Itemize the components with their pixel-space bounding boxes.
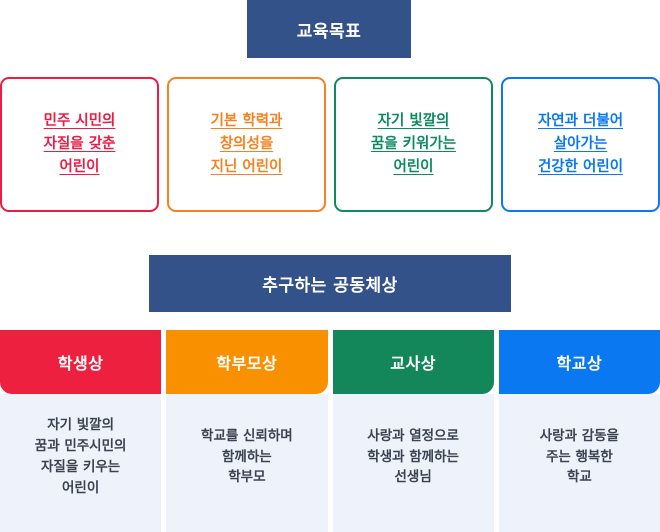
- role-header-label: 학교상: [556, 354, 603, 373]
- role-column-parent: 학부모상 학교를 신뢰하며 함께하는 학부모: [166, 330, 332, 532]
- goal-line: 어린이: [59, 158, 100, 175]
- goal-line: 지닌 어린이: [210, 158, 283, 175]
- role-header-label: 학생상: [57, 354, 104, 373]
- education-goal-list: 민주 시민의 자질을 갖춘 어린이 기본 학력과 창의성을 지닌 어린이 자기 …: [0, 77, 660, 212]
- goal-line: 자연과 더불어: [537, 113, 624, 130]
- goal-box-own-color-dream[interactable]: 자기 빛깔의 꿈을 키워가는 어린이: [334, 77, 493, 212]
- role-body-parent: 학교를 신뢰하며 함께하는 학부모: [166, 394, 328, 532]
- goal-line: 자질을 갖춘: [43, 136, 116, 153]
- goal-line: 민주 시민의: [43, 113, 116, 130]
- role-header-label: 학부모상: [216, 354, 278, 373]
- goal-box-live-with-nature[interactable]: 자연과 더불어 살아가는 건강한 어린이: [501, 77, 660, 212]
- role-header-student[interactable]: 학생상: [0, 330, 162, 394]
- role-column-student: 학생상 자기 빛깔의 꿈과 민주시민의 자질을 키우는 어린이: [0, 330, 166, 532]
- goal-line: 자기 빛깔의: [377, 113, 450, 130]
- goal-cell-2: 기본 학력과 창의성을 지닌 어린이: [167, 77, 334, 212]
- goal-cell-4: 자연과 더불어 살아가는 건강한 어린이: [501, 77, 660, 212]
- role-description: 자기 빛깔의 꿈과 민주시민의 자질을 키우는 어린이: [34, 417, 127, 496]
- goal-line: 꿈을 키워가는: [370, 136, 457, 153]
- role-header-label: 교사상: [390, 354, 436, 373]
- role-description: 학교를 신뢰하며 함께하는 학부모: [201, 427, 293, 486]
- goal-line: 살아가는: [553, 136, 608, 153]
- goal-line: 창의성을: [219, 136, 274, 153]
- role-description: 사랑과 감동을 주는 행복한 학교: [539, 427, 619, 486]
- goal-cell-3: 자기 빛깔의 꿈을 키워가는 어린이: [334, 77, 501, 212]
- goal-cell-1: 민주 시민의 자질을 갖춘 어린이: [0, 77, 167, 212]
- community-vision-banner-label: 추구하는 공동체상: [262, 276, 398, 296]
- community-vision-banner: 추구하는 공동체상: [149, 255, 511, 312]
- goal-line: 어린이: [393, 158, 434, 175]
- goal-line: 기본 학력과: [210, 113, 283, 130]
- goal-line: 건강한 어린이: [537, 158, 624, 175]
- goal-box-democratic-citizen[interactable]: 민주 시민의 자질을 갖춘 어린이: [0, 77, 159, 212]
- education-goal-banner-label: 교육목표: [296, 21, 362, 42]
- community-role-list: 학생상 자기 빛깔의 꿈과 민주시민의 자질을 키우는 어린이 학부모상 학교를…: [0, 330, 660, 532]
- goal-box-basic-academic-creativity[interactable]: 기본 학력과 창의성을 지닌 어린이: [167, 77, 326, 212]
- role-column-school: 학교상 사랑과 감동을 주는 행복한 학교: [498, 330, 660, 532]
- role-body-student: 자기 빛깔의 꿈과 민주시민의 자질을 키우는 어린이: [0, 394, 162, 532]
- role-description: 사랑과 열정으로 학생과 함께하는 선생님: [367, 427, 459, 486]
- role-body-teacher: 사랑과 열정으로 학생과 함께하는 선생님: [332, 394, 494, 532]
- role-header-parent[interactable]: 학부모상: [166, 330, 328, 394]
- education-goal-banner: 교육목표: [247, 0, 411, 58]
- role-header-school[interactable]: 학교상: [498, 330, 660, 394]
- role-header-teacher[interactable]: 교사상: [332, 330, 494, 394]
- role-body-school: 사랑과 감동을 주는 행복한 학교: [498, 394, 660, 532]
- role-column-teacher: 교사상 사랑과 열정으로 학생과 함께하는 선생님: [332, 330, 499, 532]
